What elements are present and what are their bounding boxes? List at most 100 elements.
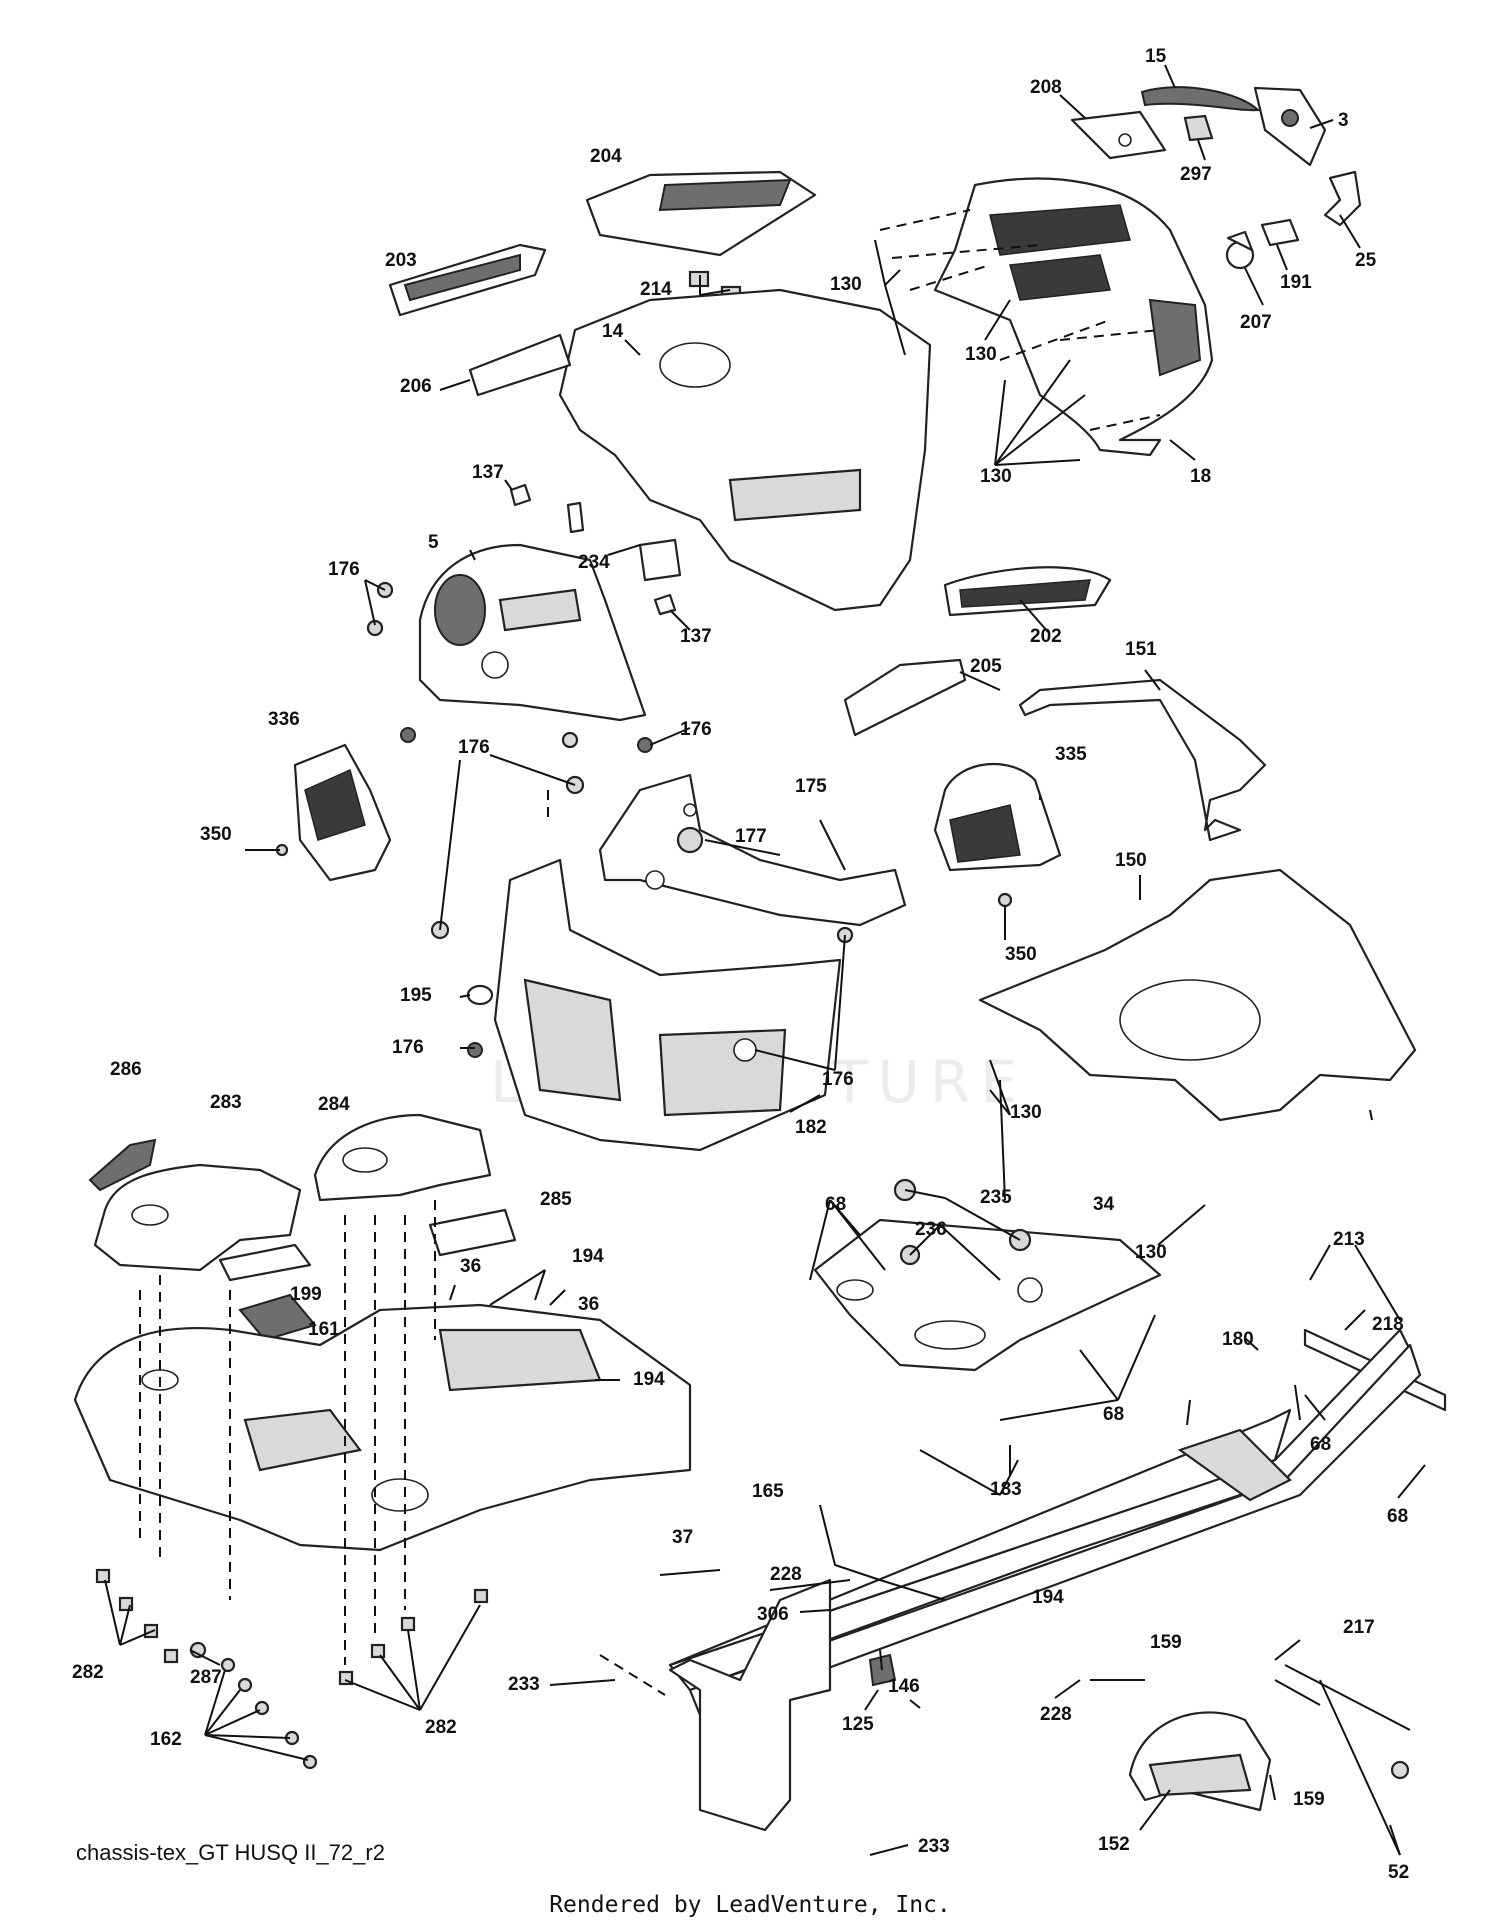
callout-336: 336 [268, 709, 300, 730]
plug-195 [466, 984, 494, 1006]
callout-235: 235 [980, 1187, 1012, 1208]
callout-14: 14 [602, 321, 624, 342]
callout-130-b: 130 [965, 344, 997, 365]
callout-176-c: 176 [458, 737, 490, 758]
callout-146: 146 [888, 1676, 920, 1697]
callout-176-d: 176 [392, 1037, 424, 1058]
callout-25: 25 [1355, 250, 1377, 271]
footer-credit: Rendered by LeadVenture, Inc. [549, 1892, 951, 1918]
trim-285 [428, 1208, 517, 1257]
callout-217: 217 [1343, 1617, 1375, 1638]
headlight-bracket-208 [1070, 110, 1167, 160]
callout-233-b: 233 [918, 1836, 950, 1857]
callout-161: 161 [308, 1319, 340, 1340]
clip-297 [1183, 114, 1214, 142]
pad-234 [566, 501, 682, 582]
cap-286 [88, 1138, 157, 1192]
callout-125: 125 [842, 1714, 874, 1735]
callout-194-c: 194 [1032, 1587, 1064, 1608]
callout-68-c: 68 [1310, 1434, 1331, 1455]
callout-284: 284 [318, 1094, 350, 1115]
callout-15: 15 [1145, 46, 1167, 67]
callout-204: 204 [590, 146, 622, 167]
callout-195: 195 [400, 985, 432, 1006]
callout-234: 234 [578, 552, 610, 573]
headlight-lens-15 [1140, 86, 1261, 112]
grommet-177 [676, 826, 704, 854]
callout-350-a: 350 [200, 824, 232, 845]
callout-68-b: 68 [1103, 1404, 1124, 1425]
callout-285: 285 [540, 1189, 572, 1210]
callout-130-a: 130 [830, 274, 862, 295]
callout-191: 191 [1280, 272, 1312, 293]
callout-159-b: 159 [1293, 1789, 1325, 1810]
bracket-151 [1018, 678, 1267, 842]
callout-165: 165 [752, 1481, 784, 1502]
callout-306: 306 [757, 1604, 789, 1625]
bezel-3 [1253, 86, 1327, 167]
callout-194-a: 194 [572, 1246, 604, 1267]
callout-151: 151 [1125, 639, 1157, 660]
callout-159-a: 159 [1150, 1632, 1182, 1653]
callout-150: 150 [1115, 850, 1147, 871]
callout-194-b: 194 [633, 1369, 665, 1390]
callout-283: 283 [210, 1092, 242, 1113]
callout-162: 162 [150, 1729, 182, 1750]
callout-228-b: 228 [1040, 1704, 1072, 1725]
screw-350-right [997, 892, 1013, 908]
callout-130-e: 130 [1135, 1242, 1167, 1263]
callout-233-a: 233 [508, 1674, 540, 1695]
callout-175: 175 [795, 776, 827, 797]
side-cover-336 [293, 743, 392, 882]
callout-335: 335 [1055, 744, 1087, 765]
callout-52: 52 [1388, 1862, 1409, 1883]
callout-18: 18 [1190, 466, 1211, 487]
callout-202: 202 [1030, 626, 1062, 647]
hood-14 [558, 288, 932, 612]
cover-283 [93, 1163, 302, 1272]
cover-284 [313, 1113, 492, 1202]
bracket-175 [598, 773, 907, 927]
bracket-125 [868, 1653, 897, 1687]
callout-218: 218 [1372, 1314, 1404, 1335]
callout-297: 297 [1180, 164, 1212, 185]
callout-206: 206 [400, 376, 432, 397]
side-cover-335 [933, 762, 1062, 872]
callout-130-c: 130 [980, 466, 1012, 487]
callout-287: 287 [190, 1667, 222, 1688]
callout-282-a: 282 [72, 1662, 104, 1683]
callout-199: 199 [290, 1284, 322, 1305]
bracket-199 [218, 1243, 312, 1282]
callout-130-d: 130 [1010, 1102, 1042, 1123]
callout-5: 5 [428, 532, 439, 553]
callout-137-a: 137 [472, 462, 504, 483]
callout-36-a: 36 [460, 1256, 481, 1277]
callout-177: 177 [735, 826, 767, 847]
callout-180: 180 [1222, 1329, 1254, 1350]
side-panel-206 [468, 333, 572, 397]
main-frame-180 [668, 1328, 1422, 1832]
callout-207: 207 [1240, 312, 1272, 333]
lower-panel-182 [493, 858, 842, 1152]
clip-137-lower [653, 593, 677, 616]
callout-37: 37 [672, 1527, 693, 1548]
light-socket-207 [1225, 230, 1255, 270]
callout-176-b: 176 [680, 719, 712, 740]
hood-insert-204 [585, 170, 817, 257]
trim-25 [1323, 170, 1362, 227]
bracket-191 [1260, 218, 1300, 247]
callout-350-b: 350 [1005, 944, 1037, 965]
trim-205 [843, 658, 967, 737]
footplate-152 [1128, 1711, 1272, 1812]
callout-213: 213 [1333, 1229, 1365, 1250]
callout-214: 214 [640, 279, 672, 300]
callout-205: 205 [970, 656, 1002, 677]
leader-lines [104, 64, 1426, 1856]
callout-228-a: 228 [770, 1564, 802, 1585]
footrest-150 [978, 868, 1417, 1122]
rod-165 [819, 1504, 946, 1601]
callout-68-a: 68 [825, 1194, 846, 1215]
bracket-161 [238, 1293, 317, 1342]
seat-plate-34 [813, 1218, 1162, 1372]
